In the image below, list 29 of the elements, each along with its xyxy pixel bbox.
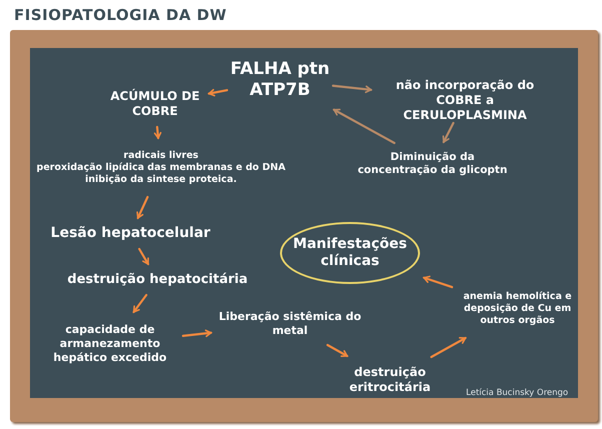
- author-credit: Letícia Bucinsky Orengo: [466, 388, 568, 398]
- arrow: [208, 88, 228, 96]
- arrow: [422, 276, 454, 288]
- ellipse-node: [280, 222, 420, 284]
- arrow: [132, 294, 148, 314]
- arrow: [136, 196, 149, 220]
- node-text: ACÚMULO DE COBRE: [109, 89, 201, 119]
- arrow: [182, 330, 212, 338]
- node-text: radicais livres: [124, 150, 198, 162]
- node-text: anemia hemolítica e deposição de Cu em outros orgãos: [462, 291, 573, 327]
- node-text: Liberação sistêmica do metal: [218, 310, 362, 338]
- arrow: [332, 84, 372, 94]
- arrow: [154, 126, 162, 140]
- arrow: [442, 122, 454, 144]
- node-text: não incorporação do COBRE a CERULOPLASMINA: [394, 78, 536, 122]
- node-text: inibição da sintese proteica.: [85, 174, 237, 186]
- title: FISIOPATOLOGIA DA DW: [14, 6, 227, 24]
- arrow: [332, 108, 396, 144]
- arrow: [430, 336, 467, 358]
- node-text: capacidade de armanezamento hepático excedido: [52, 323, 168, 365]
- node-text: Manifestações clínicas: [292, 236, 408, 270]
- node-text: destruição eritrocitária: [348, 365, 432, 395]
- node-text: Lesão hepatocelular: [50, 225, 210, 243]
- node-text: FALHA ptn ATP7B: [230, 58, 330, 102]
- arrow: [326, 344, 348, 358]
- node-text: peroxidação lipídica das membranas e do DNA: [36, 162, 286, 174]
- node-text: destruição hepatocitária: [67, 272, 248, 288]
- node-text: Diminuição da concentração da glicoptn: [356, 150, 508, 178]
- arrow: [138, 248, 150, 266]
